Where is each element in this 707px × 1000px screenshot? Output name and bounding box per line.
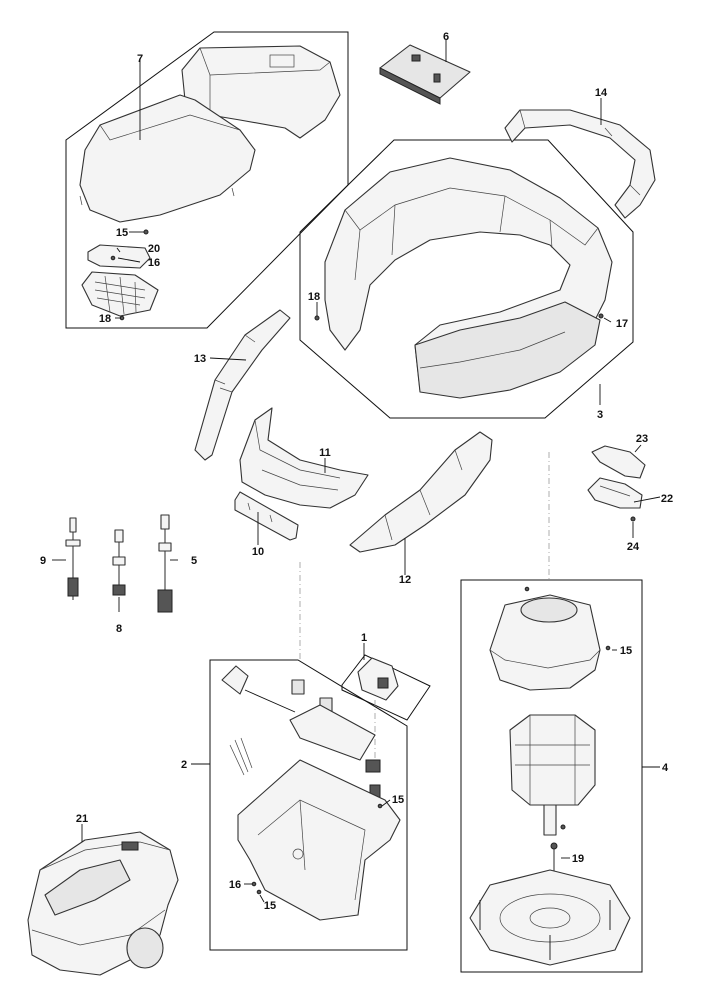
vent-grille-part-18 bbox=[81, 271, 159, 317]
callout-15-b: 15 bbox=[392, 794, 404, 806]
callout-7: 7 bbox=[137, 53, 143, 65]
frame-group-4 bbox=[460, 579, 643, 973]
callout-16-b: 16 bbox=[229, 879, 241, 891]
frame-group-1 bbox=[341, 654, 431, 721]
bumper-strip-part-14 bbox=[504, 109, 656, 219]
callout-4: 4 bbox=[662, 762, 669, 774]
screw-part-18-b bbox=[314, 315, 320, 321]
screw-part-15-c bbox=[256, 889, 262, 895]
frame-group-3 bbox=[299, 139, 634, 419]
callout-1: 1 bbox=[361, 632, 367, 644]
screw-part-15-b bbox=[377, 803, 383, 809]
screw-part-15-a bbox=[143, 229, 149, 235]
frame-group-2 bbox=[209, 659, 408, 951]
callout-17: 17 bbox=[616, 318, 628, 330]
callout-9: 9 bbox=[40, 555, 46, 567]
button-base-part-22 bbox=[587, 477, 643, 509]
callout-22: 22 bbox=[661, 493, 673, 505]
chassis-body-part-3 bbox=[324, 157, 613, 399]
complete-unit-part-21 bbox=[27, 831, 179, 976]
screw-part-24 bbox=[630, 516, 636, 522]
callout-2: 2 bbox=[181, 759, 187, 771]
callout-3: 3 bbox=[597, 409, 603, 421]
screw-part-17 bbox=[598, 313, 604, 319]
callout-23: 23 bbox=[636, 433, 648, 445]
callout-13: 13 bbox=[194, 353, 206, 365]
callout-15-c: 15 bbox=[264, 900, 276, 912]
cable-part-8 bbox=[112, 529, 126, 596]
screw-part-16-a bbox=[110, 255, 116, 261]
callout-21: 21 bbox=[76, 813, 88, 825]
callout-18-a: 18 bbox=[99, 313, 111, 325]
cover-plate-part-20 bbox=[87, 244, 151, 269]
switch-part-1 bbox=[357, 657, 399, 701]
callout-8: 8 bbox=[116, 623, 122, 635]
callout-12: 12 bbox=[399, 574, 411, 586]
callout-5: 5 bbox=[191, 555, 197, 567]
callout-11: 11 bbox=[319, 447, 331, 459]
callout-14: 14 bbox=[595, 87, 608, 99]
cable-part-9 bbox=[65, 517, 81, 600]
button-cover-part-23 bbox=[591, 445, 646, 479]
screw-part-16-b bbox=[251, 881, 257, 887]
front-shield-part-11 bbox=[239, 407, 369, 509]
leader-lines bbox=[52, 40, 661, 903]
trim-strip-part-10 bbox=[234, 491, 299, 541]
motor-assembly-part-4 bbox=[469, 586, 631, 966]
callout-24: 24 bbox=[627, 541, 640, 553]
side-panel-part-12 bbox=[349, 431, 493, 553]
callout-19: 19 bbox=[572, 853, 584, 865]
callout-10: 10 bbox=[252, 546, 264, 558]
callout-6: 6 bbox=[443, 31, 449, 43]
cable-part-5 bbox=[157, 514, 173, 613]
circuit-board-part-6 bbox=[379, 44, 471, 105]
callout-15-a: 15 bbox=[116, 227, 128, 239]
callout-16-a: 16 bbox=[148, 257, 160, 269]
electronics-housing-part-2 bbox=[221, 665, 401, 921]
top-cover-part-7 bbox=[79, 45, 341, 223]
callout-20: 20 bbox=[148, 243, 160, 255]
callout-15-d: 15 bbox=[620, 645, 632, 657]
callout-18-b: 18 bbox=[308, 291, 320, 303]
side-trim-part-13 bbox=[194, 309, 291, 461]
